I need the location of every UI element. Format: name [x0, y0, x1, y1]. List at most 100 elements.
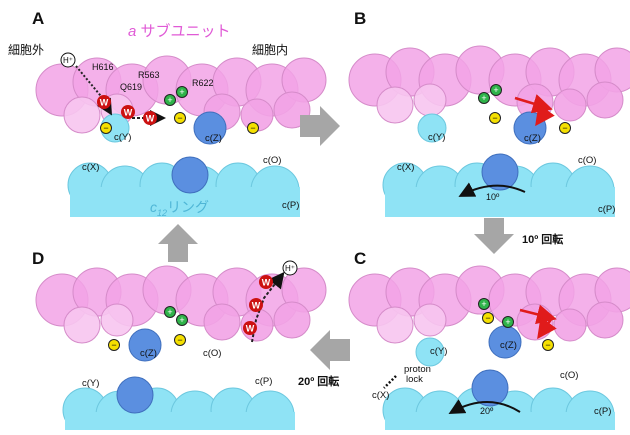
step-arrow-a-to-b: [300, 106, 340, 146]
svg-text:+: +: [493, 85, 498, 95]
minus-charge: −: [174, 112, 186, 124]
water-molecule: W: [143, 111, 157, 125]
water-molecule: W: [249, 298, 263, 312]
plus-charge: +: [478, 298, 490, 310]
c-y-helix: [415, 337, 445, 367]
minus-charge: −: [542, 339, 554, 351]
plus-charge: +: [176, 86, 188, 98]
panel-d-letter: D: [32, 249, 44, 268]
svg-text:+: +: [167, 95, 172, 105]
svg-text:W: W: [124, 108, 133, 118]
svg-text:W: W: [146, 114, 155, 124]
svg-text:−: −: [545, 340, 550, 350]
proton-label: H⁺: [285, 264, 295, 273]
panel-c: C c(Y) c(Z) c(X) c(O) c(P) proton lock −…: [348, 249, 630, 435]
label-c-x: c(X): [82, 162, 99, 173]
step-arrow-d-to-a: [158, 224, 198, 262]
svg-text:W: W: [252, 301, 261, 311]
svg-text:+: +: [179, 315, 184, 325]
proton-icon: [282, 260, 298, 276]
svg-text:−: −: [177, 335, 182, 345]
water-molecule: W: [243, 321, 257, 335]
label-c-z: c(Z): [140, 348, 157, 359]
svg-text:−: −: [103, 123, 108, 133]
svg-text:+: +: [481, 93, 486, 103]
svg-text:+: +: [481, 299, 486, 309]
svg-text:+: +: [167, 307, 172, 317]
label-c-y: c(Y): [114, 132, 131, 143]
c-z-helix: [128, 328, 162, 362]
label-c-o: c(O): [203, 348, 221, 359]
minus-charge: −: [482, 312, 494, 324]
panel-b: B c(Y) c(Z) c(X) c(O) c(P) − − + + 10º: [348, 9, 630, 218]
water-molecule: W: [97, 95, 111, 109]
step-label-20: 20º 回転: [298, 374, 339, 388]
panel-b-letter: B: [354, 9, 366, 28]
svg-text:W: W: [262, 278, 271, 288]
svg-text:W: W: [100, 98, 109, 108]
svg-text:−: −: [562, 123, 567, 133]
label-c-z: c(Z): [524, 133, 541, 144]
minus-charge: −: [174, 334, 186, 346]
label-c-o: c(O): [578, 155, 596, 166]
svg-text:+: +: [505, 317, 510, 327]
plus-charge: +: [176, 314, 188, 326]
residue-r622: R622: [192, 78, 214, 88]
label-c-y: c(Y): [428, 132, 445, 143]
step-label-10: 10º 回転: [522, 232, 563, 246]
residue-h616: H616: [92, 62, 114, 72]
plus-charge: +: [164, 306, 176, 318]
rotation-arrow: [458, 182, 526, 197]
plus-charge: +: [490, 84, 502, 96]
outside-label: 細胞外: [8, 43, 44, 57]
c-ring: [62, 387, 296, 435]
proton-path-a: [75, 65, 113, 116]
svg-text:−: −: [485, 313, 490, 323]
water-molecule: W: [121, 105, 135, 119]
label-c-p: c(P): [282, 200, 299, 211]
minus-charge: −: [559, 122, 571, 134]
force-arrow: [519, 304, 557, 325]
svg-text:−: −: [492, 113, 497, 123]
minus-charge: −: [247, 122, 259, 134]
residue-q619: Q619: [120, 82, 142, 92]
c-z-helix: [193, 111, 227, 145]
c-core-dark: [116, 376, 154, 414]
panel-d: D c(Z) c(O) c(Y) c(P) H⁺ W W W − − + +: [32, 249, 327, 435]
svg-text:+: +: [179, 87, 184, 97]
plus-charge: +: [502, 316, 514, 328]
inside-label: 細胞内: [252, 43, 288, 57]
residue-r563: R563: [138, 70, 160, 80]
proton-lock-line1: proton: [404, 364, 431, 375]
svg-text:−: −: [250, 123, 255, 133]
water-molecule: W: [259, 275, 273, 289]
label-c-z: c(Z): [205, 133, 222, 144]
panel-a: A a サブユニット 細胞外 細胞内 c(Y) c(Z) c(X) c(O) c…: [8, 9, 327, 218]
panel-c-letter: C: [354, 249, 366, 268]
c-y-helix: [417, 113, 447, 143]
angle-label: 10º: [486, 192, 500, 202]
minus-charge: −: [489, 112, 501, 124]
minus-charge: −: [100, 122, 112, 134]
proton-label: H⁺: [63, 56, 73, 65]
label-c-x: c(X): [397, 162, 414, 173]
svg-text:W: W: [246, 324, 255, 334]
c-core-dark: [171, 156, 209, 194]
proton-lock-line2: lock: [406, 374, 423, 385]
a-subunit-title: a サブユニット: [128, 22, 231, 40]
angle-label: 20º: [480, 406, 494, 416]
svg-text:−: −: [111, 340, 116, 350]
label-c-z: c(Z): [500, 340, 517, 351]
label-c-y: c(Y): [430, 346, 447, 357]
rotation-arrow: [448, 399, 521, 414]
a-subunit-band: [35, 265, 327, 344]
step-arrow-b-to-c: [474, 218, 514, 254]
label-c-p: c(P): [255, 376, 272, 387]
c12-ring-label: c12リング: [150, 199, 209, 218]
label-c-p: c(P): [598, 204, 615, 215]
label-c-x: c(X): [372, 390, 389, 401]
force-arrow-down: [537, 316, 557, 340]
label-c-y: c(Y): [82, 378, 99, 389]
